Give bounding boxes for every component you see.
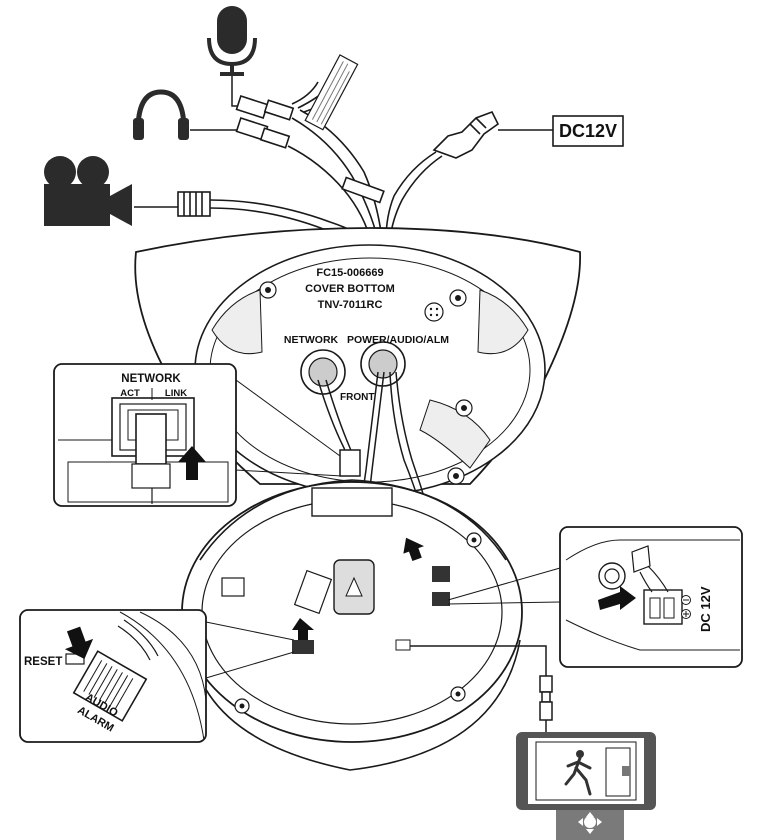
audio-alarm-inset [19, 609, 207, 743]
camera-body [181, 479, 523, 771]
inset-act-label: ACT [120, 388, 140, 399]
arrow-audio-insert [64, 626, 94, 660]
cable-tag [304, 54, 359, 131]
cover-model-line2: COVER BOTTOM [305, 283, 395, 295]
arrow-dc12v-insert [598, 586, 636, 610]
dc12v-inset [559, 526, 743, 668]
cable-harness [177, 81, 553, 261]
video-camera-icon [44, 156, 132, 226]
arrow-audio-connector [292, 618, 314, 640]
power-port-label: POWER/AUDIO/ALM [347, 334, 449, 346]
dc12v-label: DC12V [559, 121, 617, 141]
monitor-icon [516, 732, 656, 810]
navigation-pad-icon [556, 810, 624, 840]
cover-model-line1: FC15-006669 [316, 267, 383, 279]
inset-network-title: NETWORK [121, 373, 181, 385]
dc12v-label-box: DC12V [552, 115, 624, 147]
headphones-icon [133, 89, 189, 140]
cover-model-line3: TNV-7011RC [318, 299, 383, 311]
dc-12v-vertical-label: DC 12V [698, 586, 713, 632]
microphone-icon [207, 6, 257, 76]
network-inset [53, 363, 237, 507]
reset-label: RESET [24, 656, 62, 668]
front-label: FRONT [340, 392, 374, 403]
network-port-label: NETWORK [284, 334, 339, 346]
video-out-cable [410, 645, 553, 732]
cover-bottom-housing [134, 227, 581, 496]
arrow-network-insert [178, 446, 206, 480]
arrow-power-connector [403, 537, 425, 561]
inset-link-label: LINK [165, 388, 187, 399]
